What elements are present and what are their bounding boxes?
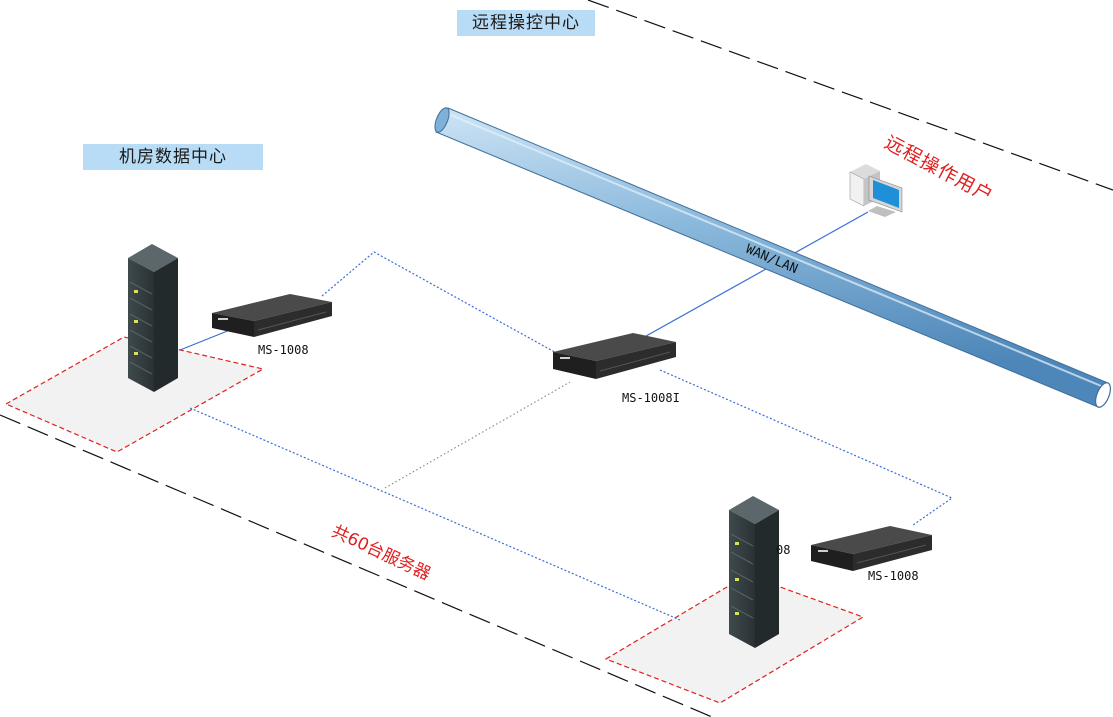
rack-floor-zone-right xyxy=(604,574,865,704)
kvm-left-label: MS-1008 xyxy=(258,343,309,357)
remote-zone-label: 远程操控中心 xyxy=(457,10,595,36)
kvm-switch-right xyxy=(811,526,932,571)
partial-device-label: 08 xyxy=(776,543,791,557)
kvm-switch-left xyxy=(212,294,332,337)
kvm-center-label: MS-1008I xyxy=(622,391,680,405)
kvm-switch-center xyxy=(553,333,676,379)
remote-user-computer xyxy=(849,164,903,217)
remote-zone-boundary xyxy=(587,0,1113,191)
link-rack-left-to-rack-right xyxy=(189,407,681,621)
link-kvm-left-to-center xyxy=(321,251,561,356)
link-kvm-center-to-user xyxy=(629,211,869,346)
datacenter-zone-boundary xyxy=(0,414,713,717)
rack-floor-zone-left xyxy=(4,336,265,453)
server-rack-right xyxy=(729,496,779,648)
server-rack-left xyxy=(128,244,178,392)
link-dotted-gray xyxy=(384,381,571,489)
datacenter-zone-label: 机房数据中心 xyxy=(83,144,263,170)
kvm-right-label: MS-1008 xyxy=(868,569,919,583)
link-rack-left-to-kvm-left xyxy=(179,329,231,351)
link-kvm-center-to-right xyxy=(659,369,954,526)
wan-lan-pipe: WAN/LAN xyxy=(434,107,1111,408)
